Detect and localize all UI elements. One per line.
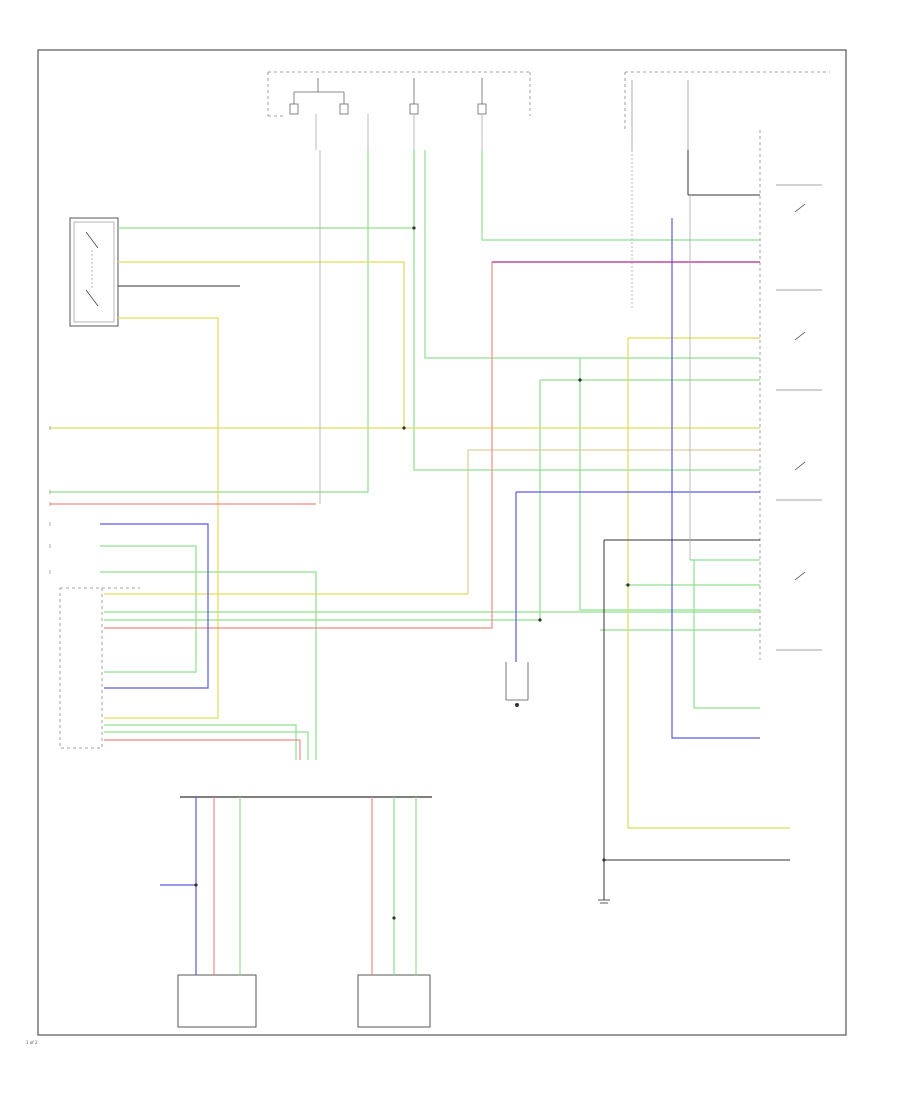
ground-icon <box>598 899 610 904</box>
sensor-box-left <box>177 974 257 1028</box>
relay-column <box>776 184 822 651</box>
engine-control-module <box>59 587 140 749</box>
wire-black <box>118 285 790 900</box>
sensor-box-right <box>357 974 431 1028</box>
wire-red <box>50 262 493 975</box>
fuse-box-top-right <box>624 71 830 660</box>
wire-gray <box>319 150 691 560</box>
fuse-symbol <box>477 78 487 115</box>
compressor-clutch <box>505 662 529 707</box>
diagram-frame <box>37 49 847 1036</box>
page-id: 1 of 2 <box>26 1040 38 1045</box>
pressure-switch <box>69 217 119 327</box>
fuse-symbol <box>289 78 349 115</box>
splice-points <box>194 226 630 920</box>
fuse-box-top <box>267 71 531 150</box>
wire-green <box>50 150 760 975</box>
fuse-symbol <box>409 78 419 115</box>
wire-blue <box>100 218 760 975</box>
wire-yellow <box>50 261 790 829</box>
wire-tan <box>467 449 760 594</box>
